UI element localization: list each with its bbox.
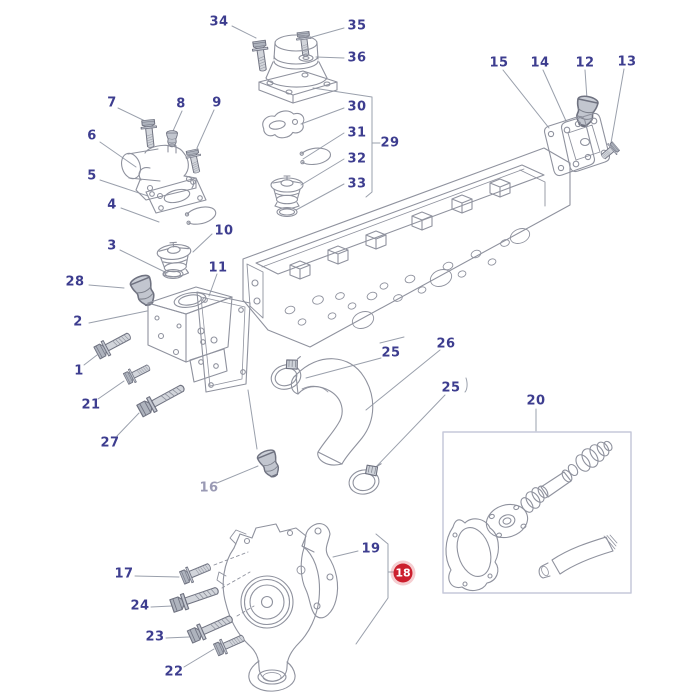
callout-29: 29 (380, 135, 400, 151)
callout-2: 2 (73, 314, 83, 330)
callout-14: 14 (530, 55, 550, 71)
bolt-21 (122, 360, 154, 386)
bypass-hose-group (266, 355, 387, 497)
cylinder-head (242, 147, 571, 348)
callout-25-upper: 25 (381, 345, 401, 361)
head-front-ports (284, 228, 531, 329)
bolt-24 (168, 581, 222, 615)
callout-24: 24 (130, 598, 150, 614)
bolt-alignment-dashes (213, 551, 255, 617)
callout-26: 26 (436, 336, 456, 352)
hose-clamp-25-lower (345, 462, 387, 497)
bolt-27 (135, 379, 188, 419)
callout-9: 9 (212, 95, 222, 111)
callout-1: 1 (74, 363, 84, 379)
callout-31: 31 (347, 125, 367, 141)
rubber-plug-28 (128, 272, 160, 310)
callout-33: 33 (347, 176, 367, 192)
callout-3: 3 (107, 238, 117, 254)
callout-6: 6 (87, 128, 97, 144)
callout-7: 7 (107, 95, 117, 111)
callout-28: 28 (65, 274, 85, 290)
repair-kit-box (442, 431, 632, 594)
head-top-bosses (289, 178, 511, 280)
water-outlet-assembly (250, 30, 338, 218)
bolt-17 (178, 558, 214, 586)
gasket-5 (145, 177, 207, 214)
adapter-housing-assembly (92, 286, 284, 481)
snap-ring-31 (298, 145, 333, 167)
bolt-7 (139, 118, 159, 149)
callout-35: 35 (347, 18, 367, 34)
callout-27: 27 (100, 435, 120, 451)
callout-12: 12 (575, 55, 595, 71)
bolt-1 (92, 327, 135, 361)
kit-hub-flange (485, 503, 529, 539)
callout-32: 32 (347, 151, 367, 167)
thermostat-housing-assembly (120, 118, 219, 310)
leader-lines (83, 25, 625, 668)
callout-8: 8 (176, 96, 186, 112)
callout-19: 19 (361, 541, 381, 557)
bolt-22 (212, 630, 248, 658)
water-outlet-housing (258, 34, 338, 104)
callout-20: 20 (526, 393, 546, 409)
thermostat-10 (155, 240, 194, 279)
gasket-30 (262, 110, 305, 139)
housing-2 (147, 286, 233, 383)
callout-36: 36 (347, 50, 367, 66)
washer-36 (298, 54, 314, 62)
callout-17: 17 (114, 566, 134, 582)
callout-15: 15 (489, 55, 509, 71)
callout-16: 16 (199, 480, 219, 496)
kit-gasket (445, 518, 499, 592)
callout-11: 11 (208, 260, 228, 276)
callout-4: 4 (107, 197, 117, 213)
callout-22: 22 (164, 664, 184, 680)
callout-5: 5 (87, 168, 97, 184)
bolt-23 (186, 610, 236, 645)
side-cover-group (543, 93, 621, 177)
callout-30: 30 (347, 99, 367, 115)
pump-gasket-19 (300, 523, 339, 619)
o-ring-33 (276, 206, 298, 218)
water-pump-assembly (168, 523, 339, 692)
kit-sealant-tube (538, 534, 618, 579)
callout-21: 21 (81, 397, 101, 413)
hose-26 (290, 358, 374, 466)
kit-shaft-bearing (520, 440, 613, 513)
callout-34: 34 (209, 14, 229, 30)
thermostat-housing-6 (120, 143, 197, 201)
callout-23: 23 (145, 629, 165, 645)
callout-18-highlighted-badge: 18 (393, 563, 413, 583)
callout-13: 13 (617, 54, 637, 70)
o-ring-3 (162, 268, 184, 280)
plug-16 (255, 447, 284, 481)
hose-clamp-25-upper (266, 355, 310, 394)
bolt-34 (250, 39, 272, 73)
callout-10: 10 (214, 223, 234, 239)
thermostat-32 (270, 175, 304, 210)
snap-ring-4 (183, 203, 219, 228)
callout-25-lower: 25 (441, 380, 461, 396)
